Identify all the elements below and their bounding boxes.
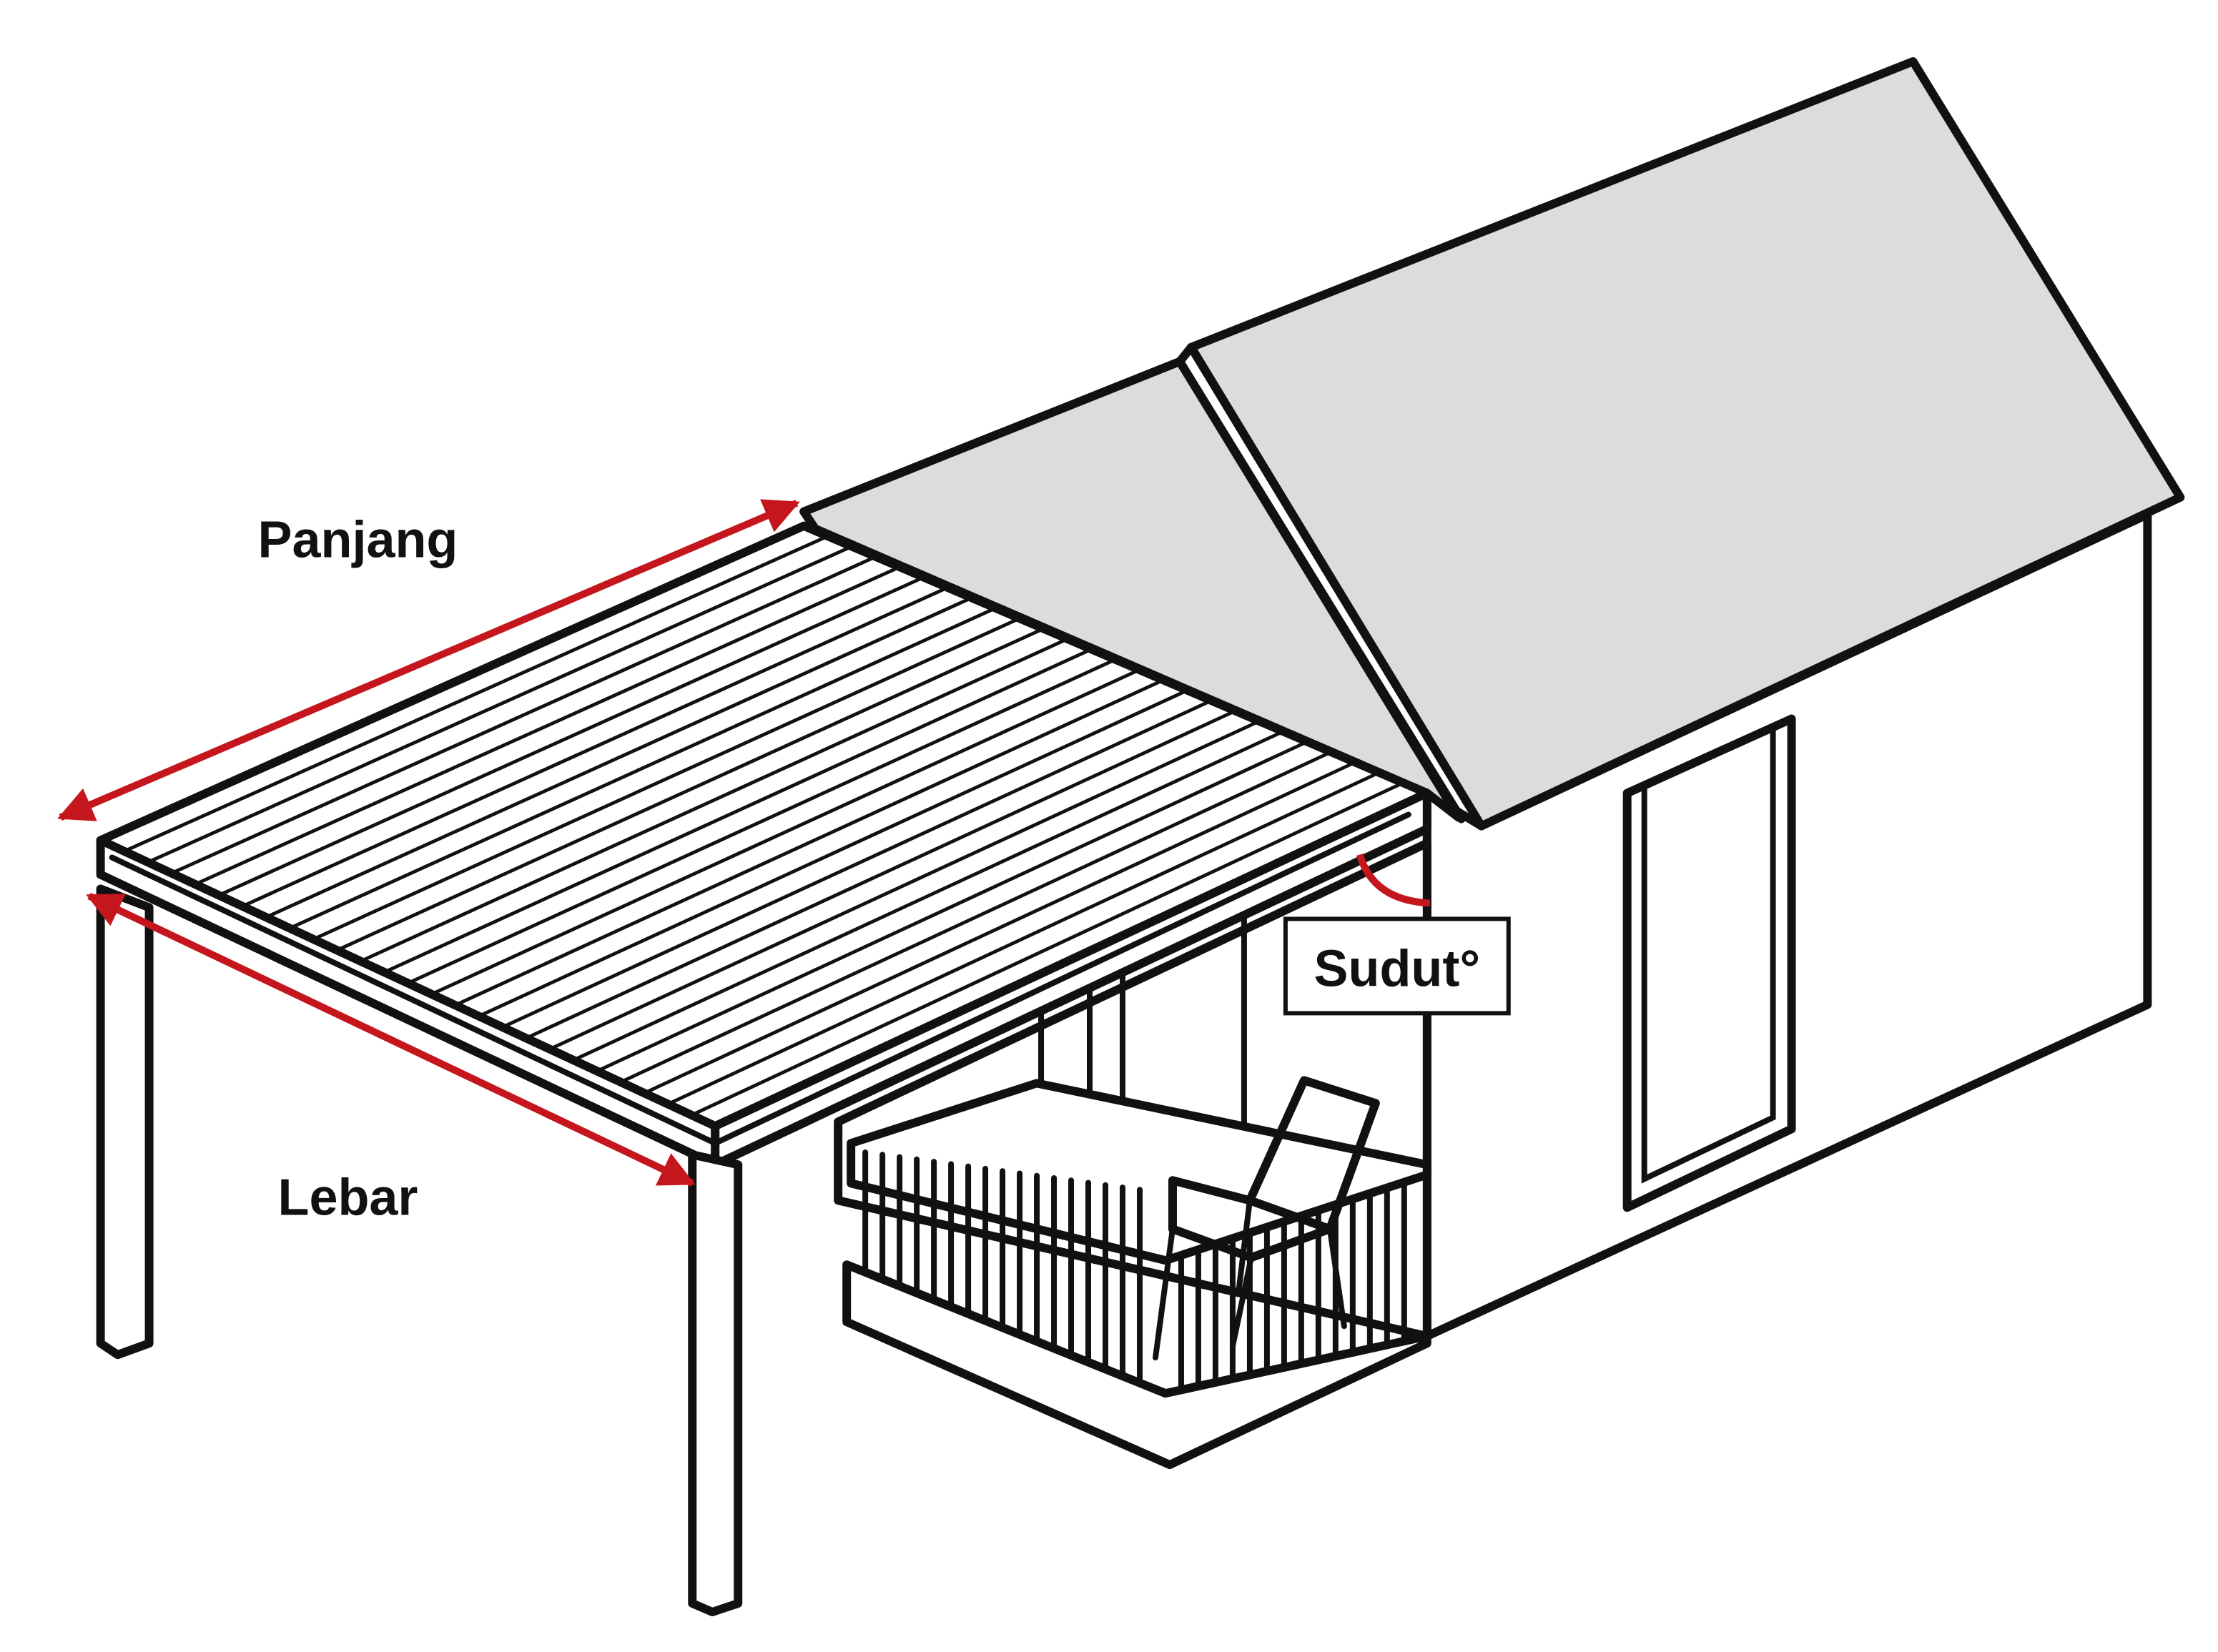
corrugation-line <box>689 781 1405 1117</box>
canopy-post-front <box>688 1150 743 1617</box>
balcony-floor <box>842 1260 1431 1470</box>
width-arrow <box>86 892 696 1187</box>
balcony-balusters <box>862 1149 1407 1393</box>
corrugation-line <box>642 760 1357 1095</box>
corrugation-line <box>595 740 1309 1073</box>
chair <box>1152 1076 1380 1361</box>
house-door <box>1622 714 1796 1212</box>
length-label: Panjang <box>258 512 458 569</box>
house <box>799 56 2185 1341</box>
canopy-post-left <box>96 884 154 1360</box>
balcony <box>834 839 1431 1470</box>
angle-label: Sudut° <box>1314 940 1481 997</box>
corrugation-line <box>666 771 1381 1106</box>
house-roof-verge <box>799 342 1486 831</box>
dimension-arrows <box>57 499 1431 1187</box>
angle-label-box: Sudut° <box>1283 916 1511 1016</box>
canopy-gutter <box>711 788 1431 1169</box>
angle-arc <box>1356 854 1431 907</box>
length-arrow <box>57 499 800 821</box>
width-label: Lebar <box>278 1169 418 1226</box>
corrugation-line <box>618 750 1334 1084</box>
